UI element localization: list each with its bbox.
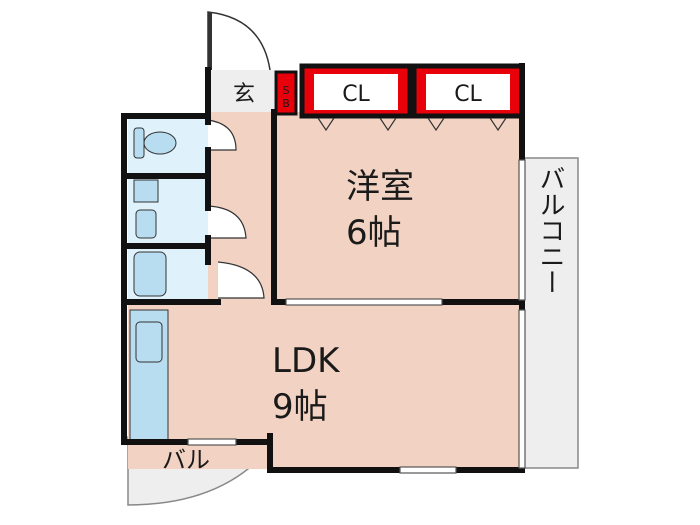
closet-2-inner <box>426 74 510 110</box>
ldk-size: 9帖 <box>272 387 328 427</box>
toilet-door-swing <box>207 119 237 151</box>
windows <box>187 159 526 474</box>
bathtub-icon <box>133 251 167 297</box>
wash-basin-icon <box>135 209 157 239</box>
closet-1-label: CL <box>342 82 370 107</box>
balcony-right <box>521 157 579 469</box>
ldk-name: LDK <box>272 341 341 381</box>
bathroom-door-swing <box>217 261 265 299</box>
balcony-right-label: バルコニー <box>535 165 565 295</box>
washroom-door-swing <box>207 205 247 239</box>
kitchen-sink-icon <box>135 321 163 363</box>
entrance-floor <box>208 70 274 112</box>
shoe-box <box>274 70 298 116</box>
entrance-door <box>208 12 212 70</box>
western-room-floor <box>274 112 522 302</box>
toilet-bowl-icon <box>143 131 177 155</box>
closet-2-label: CL <box>454 82 482 107</box>
closet-1-inner <box>314 74 398 110</box>
closet-door-marks <box>317 117 507 132</box>
western-room-size: 6帖 <box>346 213 402 253</box>
western-room-name: 洋室 <box>346 167 414 207</box>
balcony-small-label: バル <box>162 446 210 474</box>
toilet-tank-icon <box>133 127 145 159</box>
genkan-label: 玄 <box>233 82 255 107</box>
entrance-door-swing <box>207 11 271 71</box>
washing-machine-icon <box>133 179 159 203</box>
